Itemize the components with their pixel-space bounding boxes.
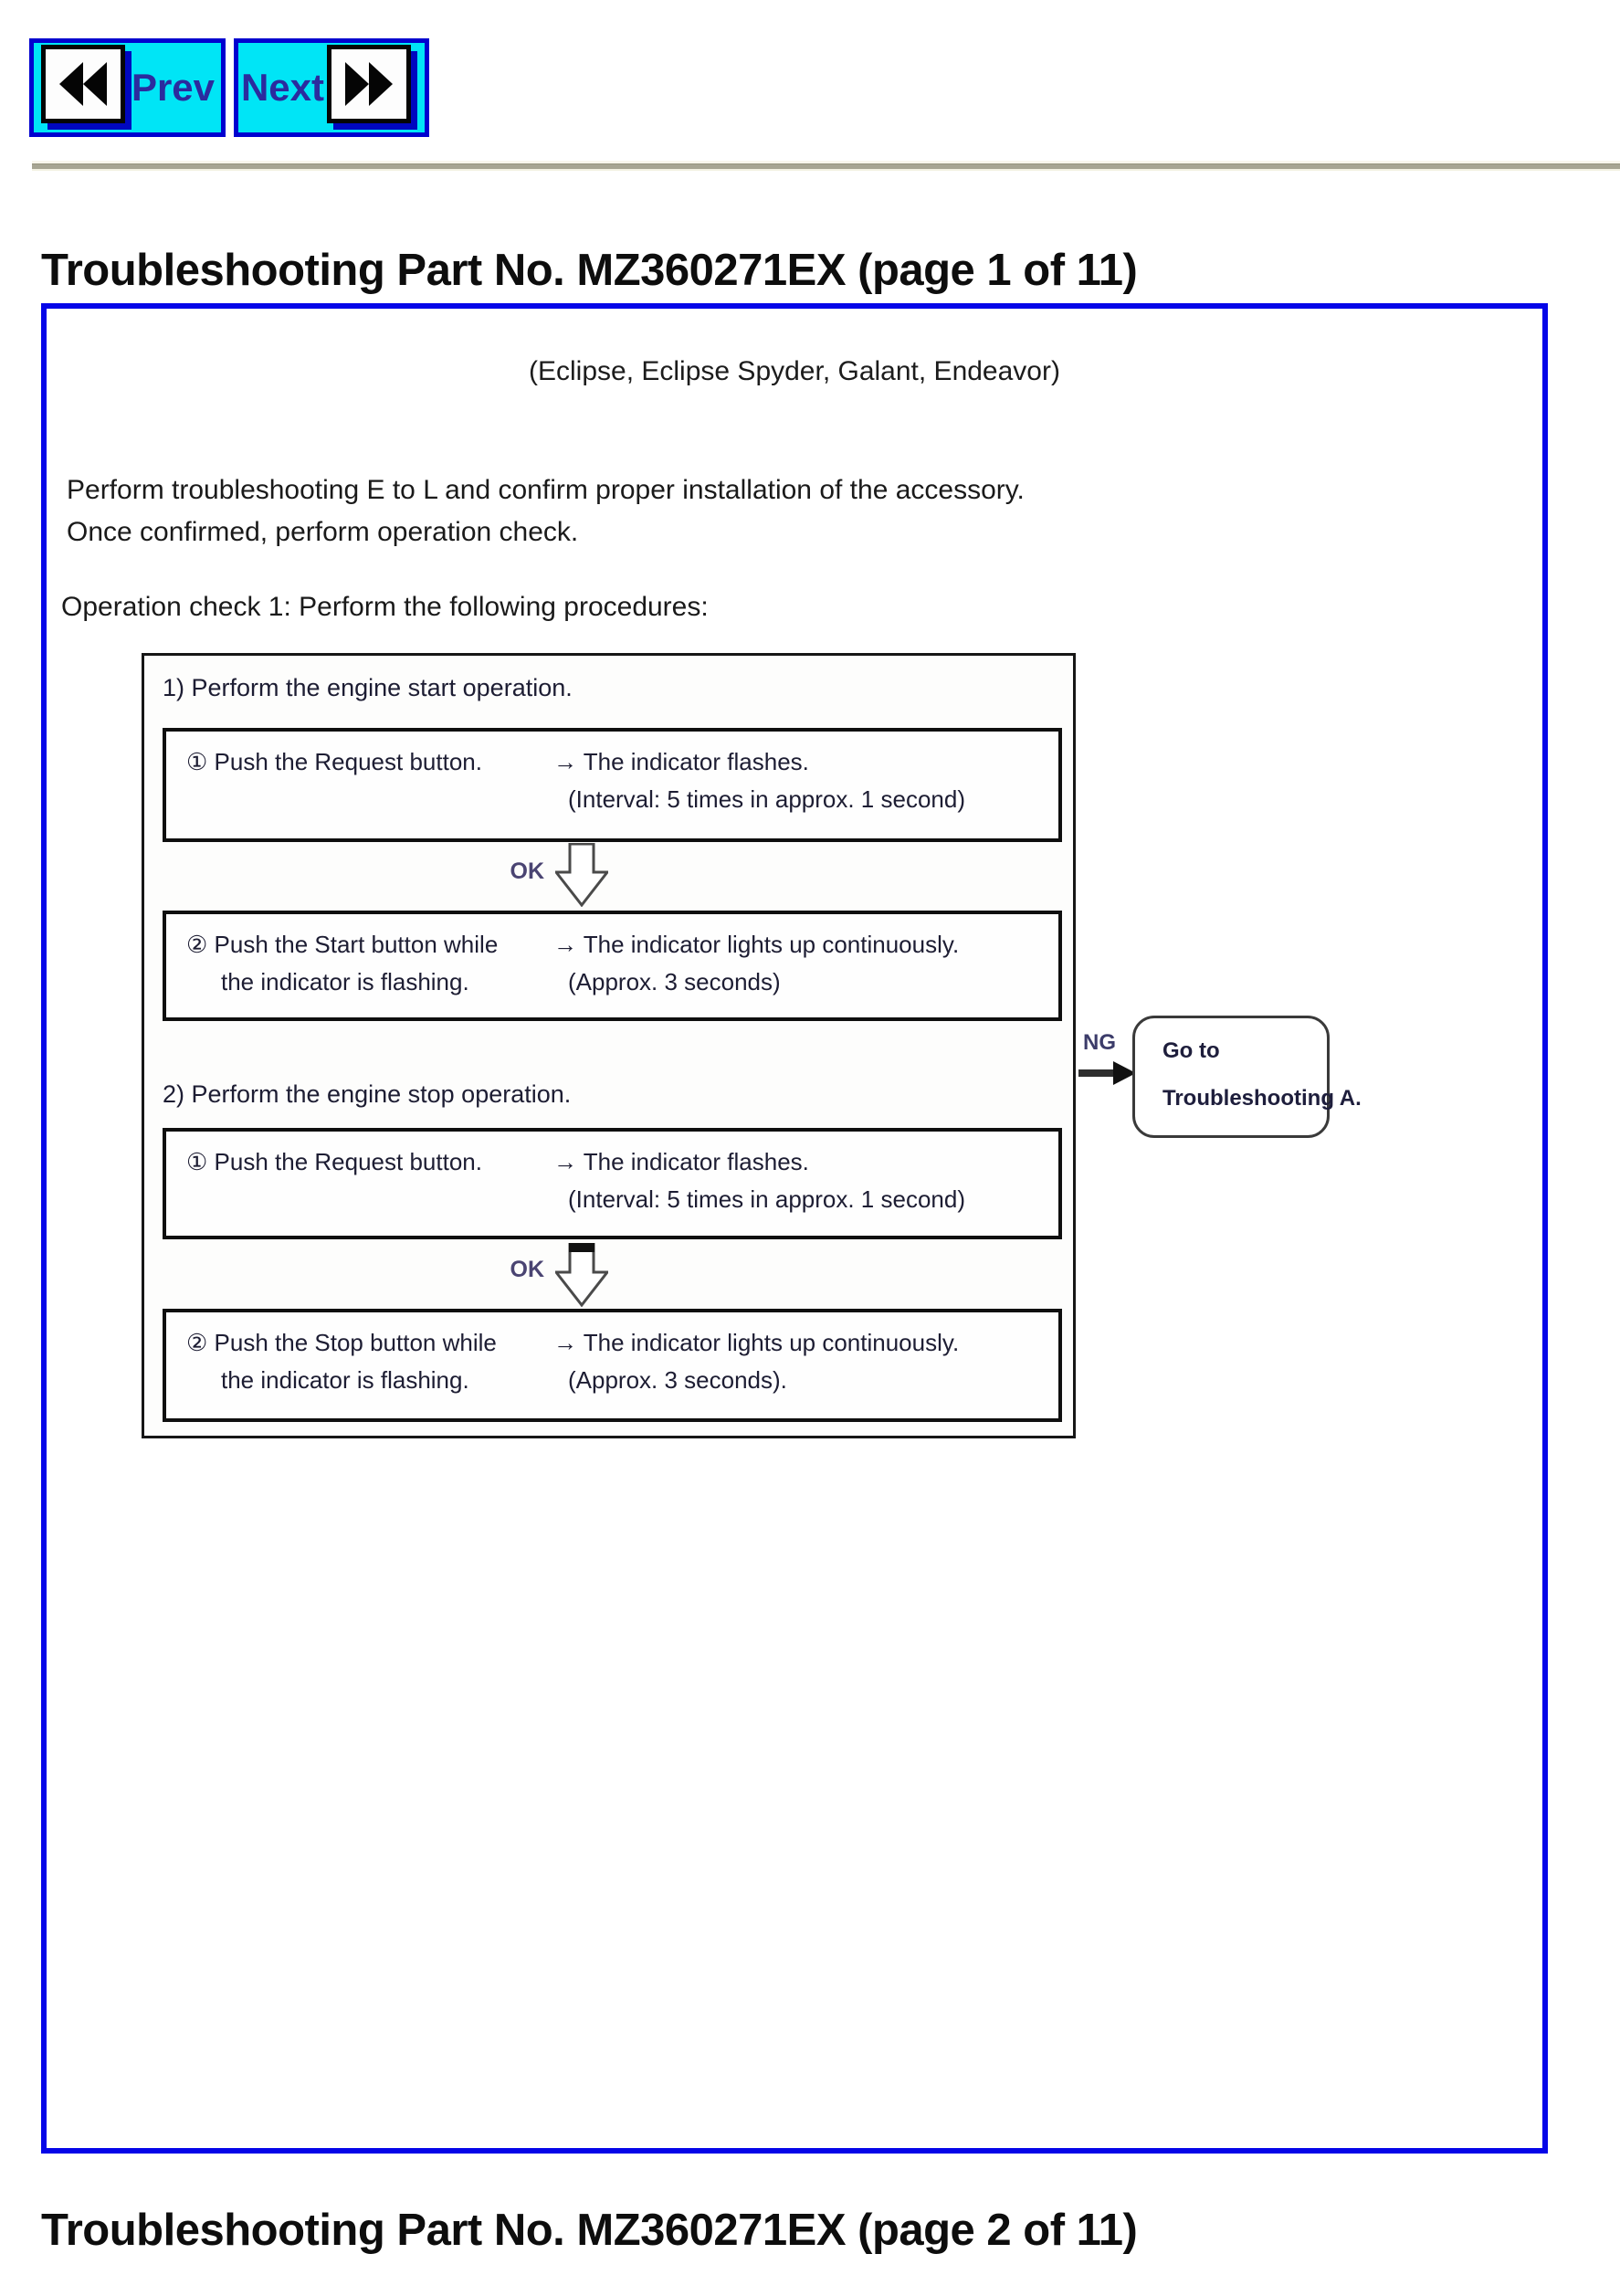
step-result-line2: (Interval: 5 times in approx. 1 second) bbox=[568, 1185, 965, 1213]
page1-title: Troubleshooting Part No. MZ360271EX (pag… bbox=[41, 246, 1138, 295]
step-result-line1: → The indicator lights up continuously. bbox=[553, 1329, 960, 1356]
right-triangle-icon bbox=[345, 62, 369, 106]
goto-line-1: Go to bbox=[1162, 1038, 1220, 1063]
divider bbox=[32, 163, 1620, 169]
section1-label: 1) Perform the engine start operation. bbox=[163, 674, 573, 701]
prev-label: Prev bbox=[131, 66, 216, 109]
page1-panel: (Eclipse, Eclipse Spyder, Galant, Endeav… bbox=[41, 303, 1548, 2154]
step-action-line2: the indicator is flashing. bbox=[221, 1366, 469, 1394]
flowchart: 1) Perform the engine start operation. ①… bbox=[142, 653, 1076, 1438]
operation-check-heading: Operation check 1: Perform the following… bbox=[61, 592, 709, 622]
step-action: ① Push the Request button. bbox=[186, 1143, 482, 1181]
right-triangle-icon bbox=[369, 62, 393, 106]
step-result: → The indicator flashes. (Interval: 5 ti… bbox=[553, 743, 965, 818]
goto-troubleshooting-a-node: Go to Troubleshooting A. bbox=[1132, 1016, 1362, 1138]
step-action: ② Push the Start button while the indica… bbox=[186, 926, 498, 1001]
intro-line-2: Once confirmed, perform operation check. bbox=[67, 517, 579, 547]
fast-forward-icon bbox=[327, 45, 411, 123]
step-result-line1: → The indicator flashes. bbox=[553, 1148, 809, 1175]
step-box-2: ② Push the Start button while the indica… bbox=[163, 911, 1062, 1021]
step-result: → The indicator lights up continuously. … bbox=[553, 1324, 959, 1399]
step-action: ② Push the Stop button while the indicat… bbox=[186, 1324, 497, 1399]
step-result: → The indicator flashes. (Interval: 5 ti… bbox=[553, 1143, 965, 1218]
vehicle-models: (Eclipse, Eclipse Spyder, Galant, Endeav… bbox=[529, 356, 1060, 386]
intro-line-1: Perform troubleshooting E to L and confi… bbox=[67, 475, 1025, 505]
step-action-line2: the indicator is flashing. bbox=[221, 968, 469, 995]
next-label: Next bbox=[240, 66, 325, 109]
ng-right-arrow-icon bbox=[1078, 1061, 1136, 1085]
page2-title: Troubleshooting Part No. MZ360271EX (pag… bbox=[41, 2206, 1138, 2255]
ok-down-arrow-icon bbox=[555, 1243, 608, 1307]
step-result-line2: (Approx. 3 seconds). bbox=[568, 1366, 787, 1394]
step-box-3: ① Push the Request button. → The indicat… bbox=[163, 1128, 1062, 1239]
step-box-1: ① Push the Request button. → The indicat… bbox=[163, 728, 1062, 842]
prev-button[interactable]: Prev bbox=[29, 38, 226, 137]
step-action-line1: ① Push the Request button. bbox=[186, 748, 482, 775]
step-result-line2: (Interval: 5 times in approx. 1 second) bbox=[568, 785, 965, 813]
step-box-4: ② Push the Stop button while the indicat… bbox=[163, 1309, 1062, 1422]
rewind-icon bbox=[41, 45, 125, 123]
section2-label: 2) Perform the engine stop operation. bbox=[163, 1080, 572, 1108]
ok-down-arrow-icon bbox=[555, 843, 608, 907]
step-result-line1: → The indicator flashes. bbox=[553, 748, 809, 775]
left-triangle-icon bbox=[59, 62, 83, 106]
intro-text: Perform troubleshooting E to L and confi… bbox=[67, 469, 1025, 553]
step-action-line1: ② Push the Stop button while bbox=[186, 1329, 497, 1356]
ng-label: NG bbox=[1083, 1030, 1116, 1055]
step-action: ① Push the Request button. bbox=[186, 743, 482, 781]
step-result: → The indicator lights up continuously. … bbox=[553, 926, 959, 1001]
step-result-line1: → The indicator lights up continuously. bbox=[553, 931, 960, 958]
ok-label: OK bbox=[510, 858, 545, 884]
step-action-line1: ① Push the Request button. bbox=[186, 1148, 482, 1175]
ok-label: OK bbox=[510, 1257, 545, 1282]
step-action-line1: ② Push the Start button while bbox=[186, 931, 499, 958]
goto-line-2: Troubleshooting A. bbox=[1162, 1086, 1362, 1111]
next-button[interactable]: Next bbox=[234, 38, 429, 137]
left-triangle-icon bbox=[83, 62, 107, 106]
step-result-line2: (Approx. 3 seconds) bbox=[568, 968, 781, 995]
